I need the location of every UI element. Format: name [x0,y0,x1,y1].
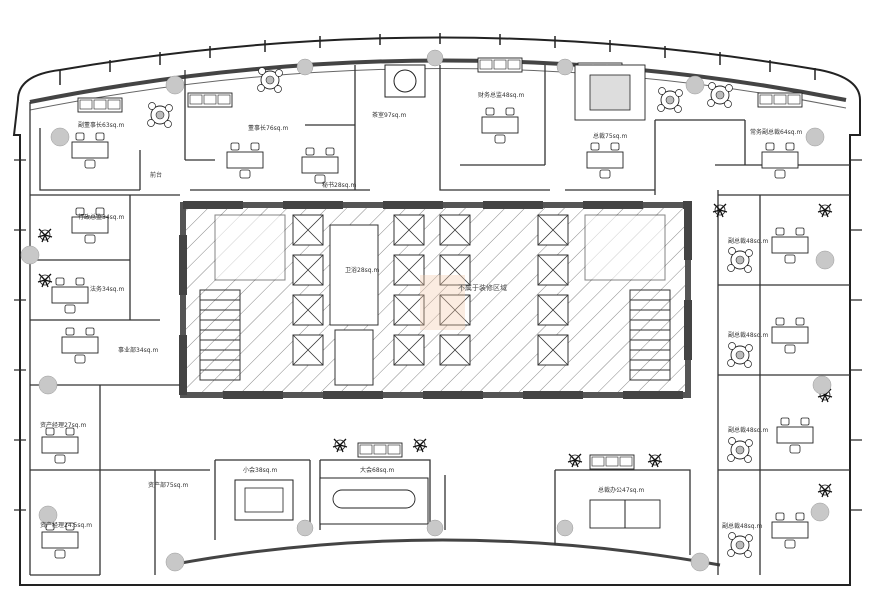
stairs-left [199,289,241,381]
facade-mullions [59,33,816,85]
large-conference-table [319,477,429,525]
central-core: 不属于装修区域 [179,201,692,399]
room-label: 前台 [150,171,162,179]
room-label: 资产部75sq.m [148,481,188,489]
core-label: 不属于装修区域 [458,283,507,292]
room-label: 副总裁48sq.m [728,237,768,245]
room-label: 茶室97sq.m [372,111,406,119]
room-label: 财务总监48sq.m [478,91,524,99]
room-label: 董事长76sq.m [248,124,288,132]
bottom-curve [169,538,721,567]
room-label: 副总裁48sq.m [728,331,768,339]
room-label: 秘书28sq.m [322,181,356,189]
president-office-desks [589,499,661,529]
room-label: 总裁75sq.m [593,132,627,140]
room-label: 副董事长63sq.m [78,121,124,129]
room-label: 副总裁48sq.m [728,426,768,434]
side-mullions [14,159,862,511]
room-label: 大会68sq.m [360,466,394,474]
room-label: 常务副总裁64sq.m [750,128,802,136]
restroom-block [329,224,379,326]
room-label: 资产经理24.5sq.m [40,521,92,529]
stairs-right [629,289,671,381]
right-wing-walls [554,190,850,575]
room-label: 行政总监34sq.m [78,213,124,221]
room-label: 卫浴28sq.m [345,266,379,274]
small-conference-table [234,479,294,521]
room-label: 事业部34sq.m [118,346,158,354]
left-wing-walls [29,70,311,576]
structural-columns [20,49,835,572]
room-label: 总裁办公47sq.m [598,486,644,494]
room-label: 小会38sq.m [243,466,277,474]
room-label: 资产经理27sq.m [40,421,86,429]
room-label: 法务34sq.m [90,285,124,293]
room-label: 副总裁48sq.m [722,522,762,530]
